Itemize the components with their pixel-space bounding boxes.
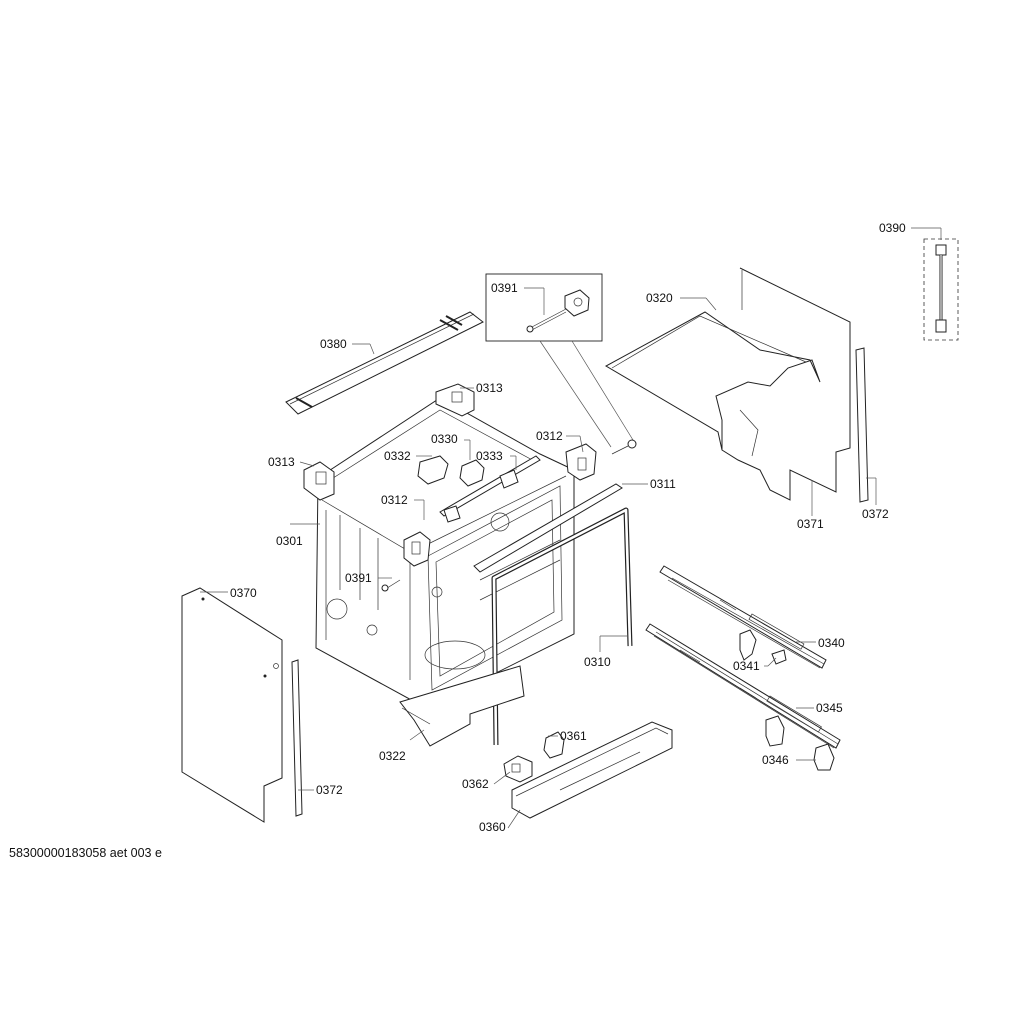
label-0310: 0310 (584, 655, 611, 669)
hose-part-0390[interactable] (923, 238, 959, 341)
label-0390: 0390 (879, 221, 906, 235)
hinge-bracket-0313-top[interactable] (435, 383, 475, 417)
label-0391-mid: 0391 (345, 571, 372, 585)
label-0380: 0380 (320, 337, 347, 351)
label-0372-left: 0372 (316, 783, 343, 797)
label-0370: 0370 (230, 586, 257, 600)
latch-part-0332[interactable] (417, 455, 449, 485)
part-0362[interactable] (503, 755, 533, 783)
side-panel-0370[interactable] (181, 587, 283, 823)
label-0313-top: 0313 (476, 381, 503, 395)
label-0361: 0361 (560, 729, 587, 743)
insulation-part-0320[interactable] (604, 267, 851, 501)
label-0311: 0311 (650, 477, 676, 491)
label-0332: 0332 (384, 449, 411, 463)
tray-part-0360[interactable] (511, 721, 673, 819)
rail-part-0340[interactable] (659, 565, 827, 669)
side-strip-0372-left[interactable] (291, 659, 303, 817)
clip-part-0346[interactable] (765, 715, 835, 771)
clip-part-0341[interactable] (739, 629, 787, 665)
rail-part-0345[interactable] (645, 623, 841, 749)
door-seal-0311[interactable] (473, 483, 623, 573)
latch-part-0330[interactable] (459, 459, 485, 487)
label-0313-left: 0313 (268, 455, 295, 469)
label-0391-detail: 0391 (491, 281, 518, 295)
hinge-bracket-0313-left[interactable] (303, 461, 335, 501)
door-seal-0310[interactable] (491, 507, 633, 746)
label-0372-right: 0372 (862, 507, 889, 521)
label-0341: 0341 (733, 659, 760, 673)
screw-part (611, 439, 637, 455)
label-0371: 0371 (797, 517, 824, 531)
label-0312-mid: 0312 (381, 493, 408, 507)
document-code: 58300000183058 aet 003 e (9, 846, 162, 860)
part-0361[interactable] (543, 731, 565, 759)
top-plate-0380[interactable] (285, 311, 484, 415)
label-0320: 0320 (646, 291, 673, 305)
label-0312-right: 0312 (536, 429, 563, 443)
part-labels: 0390 0391 0320 0380 0313 0330 0312 0313 … (230, 221, 906, 834)
label-0362: 0362 (462, 777, 489, 791)
label-0360: 0360 (479, 820, 506, 834)
label-0301: 0301 (276, 534, 303, 548)
rail-part-0333[interactable] (439, 455, 541, 523)
label-0346: 0346 (762, 753, 789, 767)
bracket-0312-right[interactable] (565, 443, 597, 481)
screw-part-0391[interactable] (381, 579, 401, 592)
label-0340: 0340 (818, 636, 845, 650)
label-0322: 0322 (379, 749, 406, 763)
label-0333: 0333 (476, 449, 503, 463)
label-0330: 0330 (431, 432, 458, 446)
base-part-0322[interactable] (399, 665, 525, 747)
side-strip-0372-right[interactable] (855, 347, 869, 503)
bracket-0312-mid[interactable] (403, 531, 431, 567)
label-0345: 0345 (816, 701, 843, 715)
